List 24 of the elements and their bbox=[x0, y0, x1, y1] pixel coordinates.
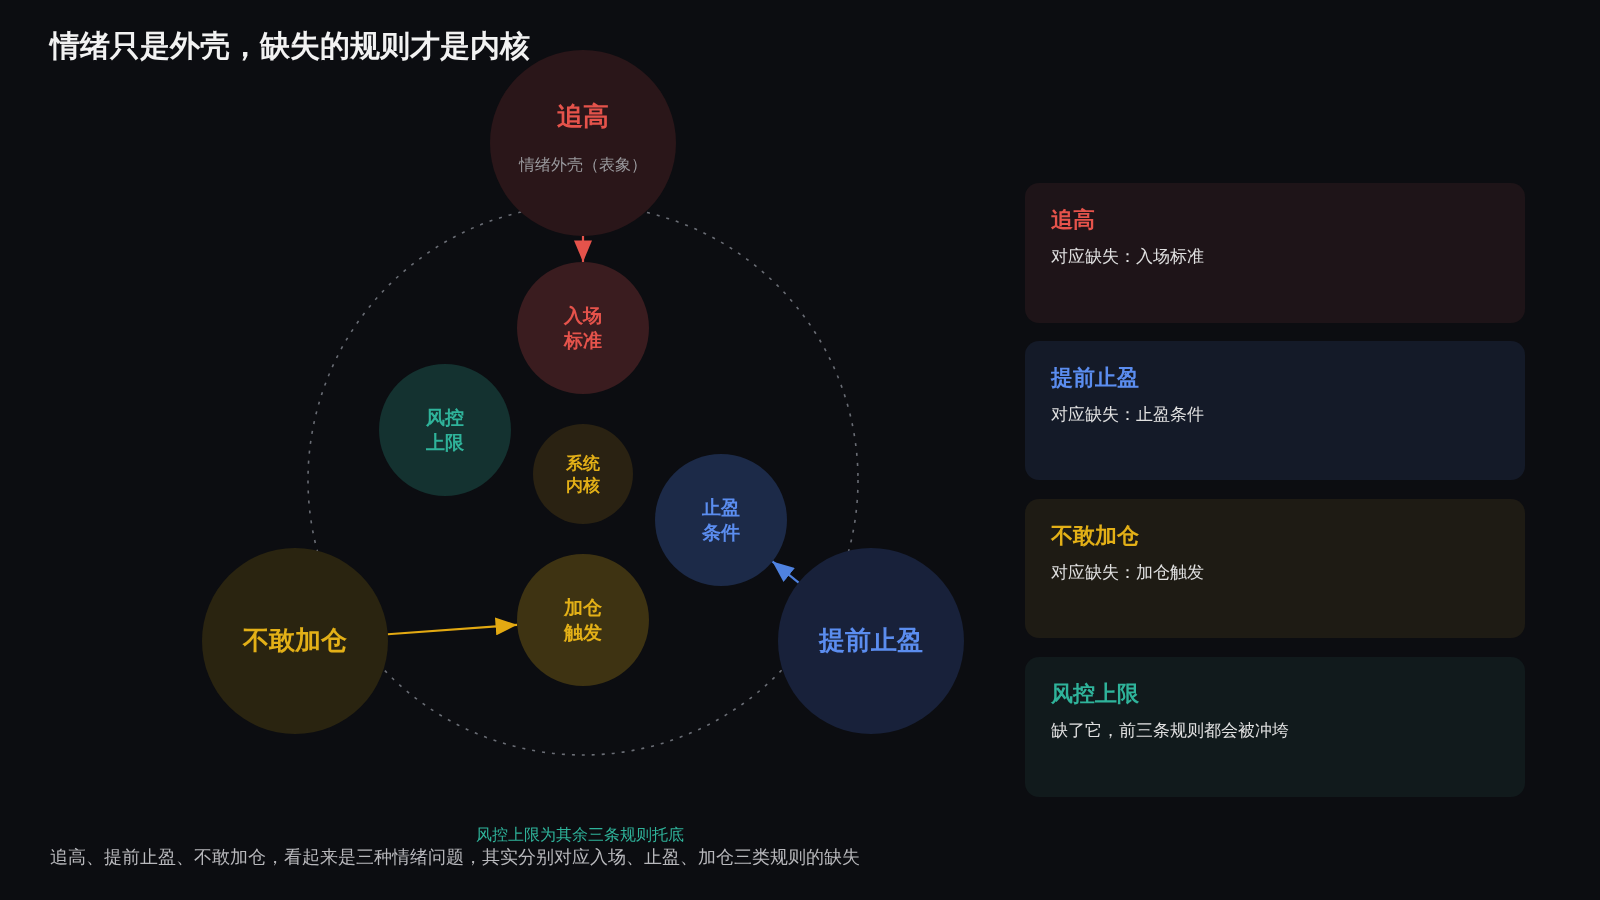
circle-subtitle: 情绪外壳（表象） bbox=[519, 155, 647, 177]
circle-label: 不敢加仓 bbox=[243, 624, 347, 658]
info-card bbox=[1025, 341, 1525, 480]
arrow bbox=[771, 560, 800, 584]
circle-label: 止盈条件 bbox=[701, 495, 741, 545]
card-text: 对应缺失：入场标准 bbox=[1051, 245, 1205, 268]
arrow bbox=[574, 236, 592, 262]
card-text: 对应缺失：止盈条件 bbox=[1051, 403, 1205, 426]
arrow bbox=[387, 617, 518, 636]
note-text: 风控上限为其余三条规则托底 bbox=[476, 825, 684, 846]
card-title: 提前止盈 bbox=[1051, 364, 1140, 392]
circle-label: 追高 bbox=[557, 99, 609, 133]
card-title: 追高 bbox=[1051, 206, 1096, 234]
circle-label: 入场标准 bbox=[563, 303, 603, 353]
card-text: 对应缺失：加仓触发 bbox=[1051, 561, 1205, 584]
circle-label: 系统内核 bbox=[565, 451, 601, 497]
circle-label: 加仓触发 bbox=[563, 595, 603, 645]
card-text: 缺了它，前三条规则都会被冲垮 bbox=[1051, 719, 1290, 742]
title: 情绪只是外壳，缺失的规则才是内核 bbox=[50, 27, 530, 65]
circle-label: 提前止盈 bbox=[819, 624, 923, 658]
circle-label: 风控上限 bbox=[425, 405, 465, 455]
card-title: 不敢加仓 bbox=[1051, 522, 1140, 550]
caption: 追高、提前止盈、不敢加仓，看起来是三种情绪问题，其实分别对应入场、止盈、加仓三类规则的缺失 bbox=[50, 845, 860, 869]
card-title: 风控上限 bbox=[1051, 680, 1140, 708]
